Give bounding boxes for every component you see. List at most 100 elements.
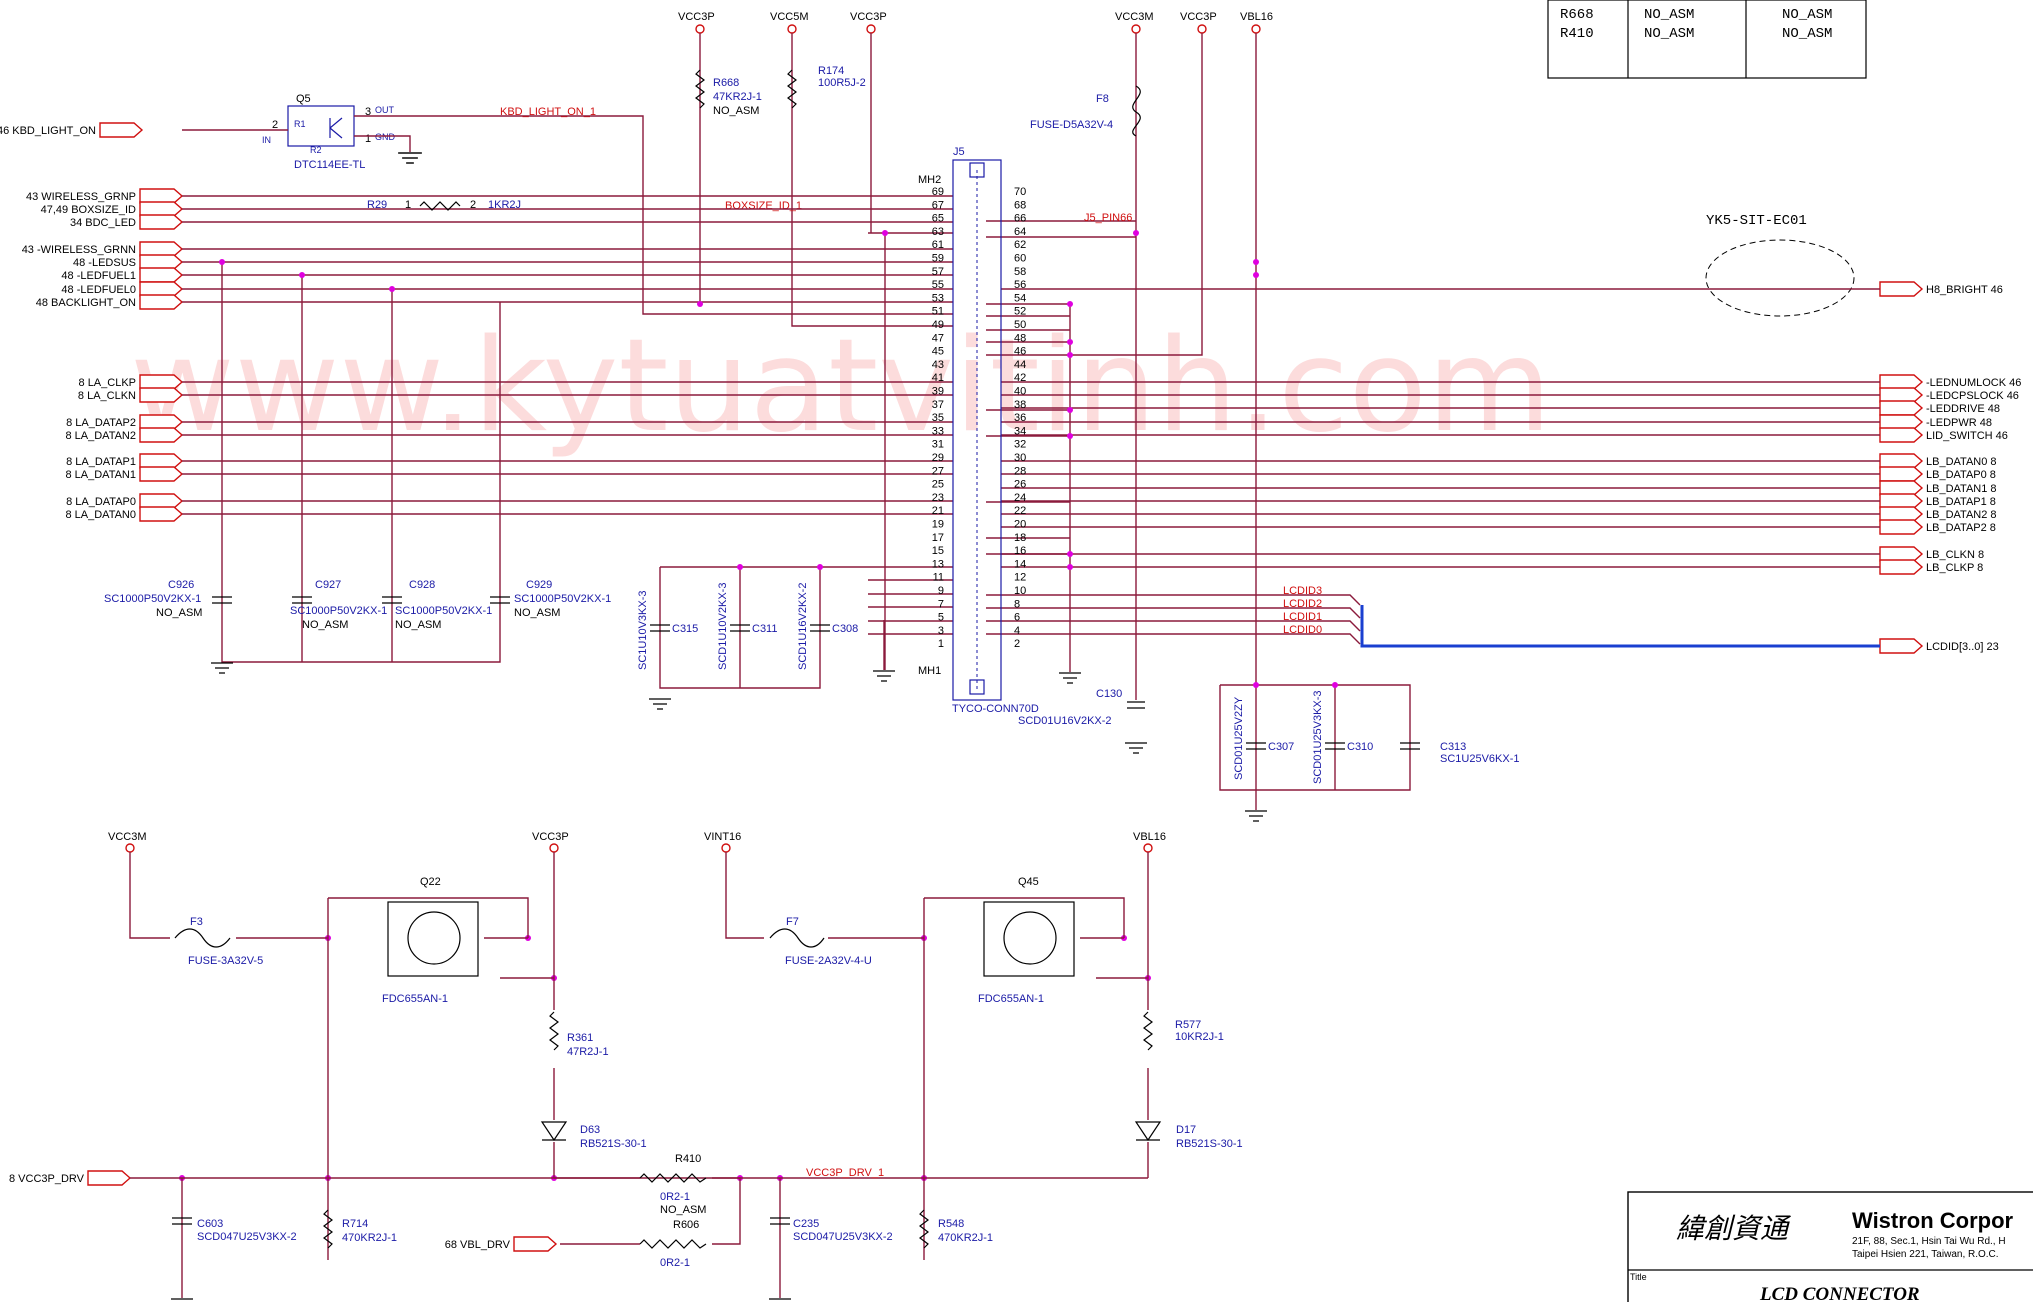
f8-ref: F8 [1096,93,1109,105]
q5-ref: Q5 [296,93,311,105]
j5-pin-number: 29 [932,452,944,464]
port-arrow [1879,466,1924,482]
junction-dot [1067,301,1073,307]
power-label-vcc3p: VCC3P [850,11,887,23]
c927-note: NO_ASM [302,619,348,631]
port-label: 48 BACKLIGHT_ON [36,297,136,309]
j5-pin-number: 9 [938,585,944,597]
ground-symbol [1245,810,1267,822]
left-port: 8 LA_CLKP [79,374,184,390]
q5-in-label: IN [262,135,271,145]
j5-pin-number: 10 [1014,585,1026,597]
port-label: LB_CLKP 8 [1926,562,1983,574]
port-arrow [1879,427,1924,443]
c927-value: SC1000P50V2KX-1 [290,605,387,617]
junction-dot [1067,564,1073,570]
port-label: 8 LA_DATAP0 [66,496,136,508]
left-port: 46 KBD_LIGHT_ON [0,122,144,138]
table-cell: NO_ASM [1644,26,1694,42]
c308-value: SCD1U16V2KX-2 [797,583,809,670]
j5-pin-number: 62 [1014,239,1026,251]
right-port: LB_CLKN 8 [1879,546,1984,562]
j5-pin-number: 47 [932,332,944,344]
r606-value: 0R2-1 [660,1257,690,1269]
j5-pin-number: 25 [932,479,944,491]
f3-value: FUSE-3A32V-5 [188,955,263,967]
j5-pin-number: 16 [1014,545,1026,557]
port-arrow [139,188,184,204]
ground-symbol [649,698,671,710]
j5-pin-number: 56 [1014,279,1026,291]
port-label: 47,49 BOXSIZE_ID [41,204,136,216]
j5-pin-number: 35 [932,412,944,424]
power-terminal [787,24,797,34]
j5-pin-number: 2 [1014,638,1020,650]
port-arrow [1879,453,1924,469]
port-arrow [1879,493,1924,509]
r410-note: NO_ASM [660,1204,706,1216]
j5-pin-number: 3 [938,625,944,637]
j5-pin-number: 52 [1014,306,1026,318]
f7-ref: F7 [786,916,799,928]
junction-dot [1332,682,1338,688]
j5-pin-number: 33 [932,425,944,437]
j5-pin-number: 24 [1014,492,1026,504]
power-label-vcc3p: VCC3P [1180,11,1217,23]
power-terminal [1197,24,1207,34]
left-port: 48 -LEDFUEL0 [61,281,184,297]
junction-dot [697,301,703,307]
j5-pin-number: 61 [932,239,944,251]
j5-pin-number: 65 [932,213,944,225]
j5-pin-number: 15 [932,545,944,557]
c926-note: NO_ASM [156,607,202,619]
c311-ref: C311 [752,623,777,635]
right-port: LB_DATAN1 8 [1879,480,1997,496]
company-address-line1: 21F, 88, Sec.1, Hsin Tai Wu Rd., H [1852,1236,2006,1247]
sheet-title: LCD CONNECTOR [1759,1284,1920,1302]
right-port: -LEDNUMLOCK 46 [1879,374,2021,390]
left-port: 8 LA_DATAP1 [66,453,184,469]
j5-pin-number: 32 [1014,439,1026,451]
r668-value: 47KR2J-1 [713,91,762,103]
r548-value: 470KR2J-1 [938,1232,993,1244]
c928-ref: C928 [409,579,435,591]
j5-pin-number: 69 [932,186,944,198]
port-arrow [139,201,184,217]
c928-note: NO_ASM [395,619,441,631]
r29-ref: R29 [367,199,387,211]
r577-value: 10KR2J-1 [1175,1031,1224,1043]
right-port: H8_BRIGHT 46 [1879,281,2003,297]
junction-dot [737,564,743,570]
c307-value: SCD01U25V2ZY [1233,696,1245,780]
junction-dot [882,230,888,236]
left-port: 8 LA_DATAN0 [65,506,184,522]
j5-ref: J5 [953,146,965,158]
port-label: LB_DATAP2 8 [1926,522,1996,534]
net-lcdid2: LCDID2 [1283,598,1322,610]
ground-symbol [171,1298,193,1300]
ground-symbol [1059,672,1081,684]
port-label: LB_DATAP1 8 [1926,496,1996,508]
power-label-vbl16: VBL16 [1240,11,1273,23]
port-arrow [139,387,184,403]
port-label: 43 -WIRELESS_GRNN [22,244,136,256]
j5-pin-number: 5 [938,612,944,624]
j5-pin-number: 57 [932,266,944,278]
port-label: 8 VCC3P_DRV [9,1173,85,1185]
port-arrow [139,267,184,283]
port-label: LB_DATAN0 8 [1926,456,1997,468]
port-label: LCDID[3..0] 23 [1926,641,1999,653]
j5-pin-number: 18 [1014,532,1026,544]
port-label: 8 LA_DATAP1 [66,456,136,468]
port-arrow [139,374,184,390]
j5-pin-number: 26 [1014,479,1026,491]
q5-r2-label: R2 [310,145,322,155]
left-port: 8 LA_DATAP0 [66,493,184,509]
j5-pin-number: 53 [932,292,944,304]
port-label: 8 LA_DATAN2 [65,430,136,442]
c235-ref: C235 [793,1218,819,1230]
port-label: 8 LA_CLKN [78,390,136,402]
